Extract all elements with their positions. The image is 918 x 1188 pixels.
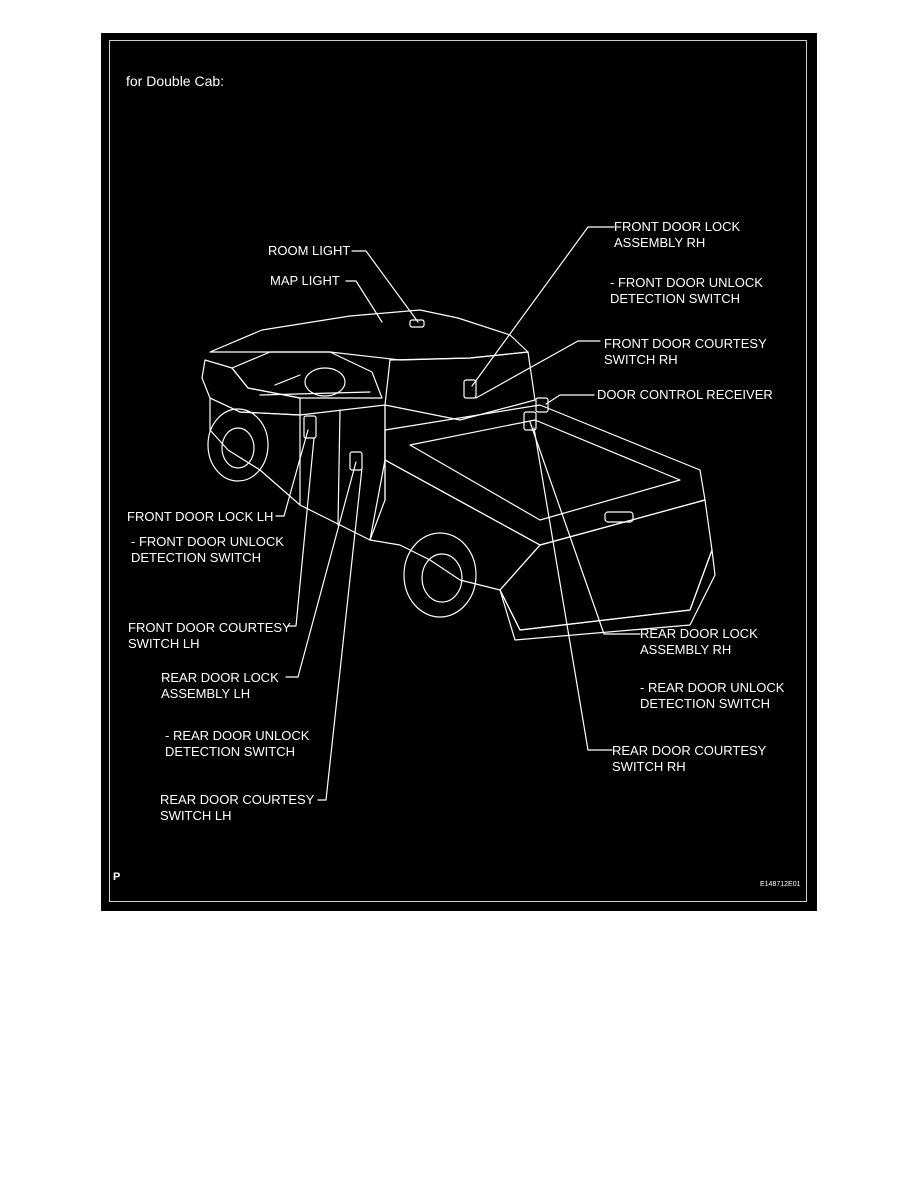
door-seams <box>299 404 386 526</box>
label-rear-courtesy-lh-2: SWITCH LH <box>160 808 232 823</box>
diagram-title: for Double Cab: <box>126 73 225 89</box>
rear-wheel-hub <box>421 553 463 603</box>
leader-rear-door-lock-lh <box>285 461 357 678</box>
label-front-unlock-rh-2: DETECTION SWITCH <box>610 291 740 306</box>
label-rear-courtesy-rh-2: SWITCH RH <box>612 759 686 774</box>
cab-rear <box>384 351 536 421</box>
leader-rear-door-lock-rh <box>529 421 641 635</box>
leader-rear-courtesy-lh <box>317 467 363 801</box>
label-rear-courtesy-lh-1: REAR DOOR COURTESY <box>160 792 315 807</box>
front-door-lock-rh-marker <box>463 379 477 399</box>
front-door-lock-lh-marker <box>303 415 317 439</box>
label-rear-unlock-lh-2: DETECTION SWITCH <box>165 744 295 759</box>
front-wheel-hub <box>221 427 255 469</box>
label-door-control-receiver: DOOR CONTROL RECEIVER <box>597 387 773 402</box>
label-rear-door-lock-rh-2: ASSEMBLY RH <box>640 642 732 657</box>
label-front-unlock-lh-2: DETECTION SWITCH <box>131 550 261 565</box>
label-rear-unlock-rh-2: DETECTION SWITCH <box>640 696 770 711</box>
leader-front-courtesy-lh <box>287 437 315 627</box>
cab-roof <box>209 309 529 361</box>
leader-map-light <box>345 280 383 323</box>
label-front-courtesy-rh-2: SWITCH RH <box>604 352 678 367</box>
label-map-light: MAP LIGHT <box>270 273 340 288</box>
label-front-door-lock-rh-2: ASSEMBLY RH <box>614 235 706 250</box>
leader-front-door-lock-lh <box>275 429 309 517</box>
bed-floor <box>409 419 681 521</box>
page-mark: P <box>113 871 121 883</box>
bed-side <box>369 459 541 591</box>
label-room-light: ROOM LIGHT <box>268 243 351 258</box>
diagram-frame <box>109 40 807 902</box>
label-front-door-lock-lh: FRONT DOOR LOCK LH <box>127 509 274 524</box>
label-rear-door-lock-lh-1: REAR DOOR LOCK <box>161 670 279 685</box>
leader-front-courtesy-rh <box>475 340 601 399</box>
leader-rear-courtesy-rh <box>533 427 613 751</box>
dash <box>259 374 371 396</box>
rear-wheel <box>403 532 477 618</box>
label-front-unlock-rh-1: - FRONT DOOR UNLOCK <box>610 275 763 290</box>
truck-bed <box>384 404 706 546</box>
tailgate-handle <box>604 511 634 523</box>
label-front-courtesy-lh-1: FRONT DOOR COURTESY <box>128 620 291 635</box>
diagram-panel <box>101 33 817 911</box>
bumper <box>499 549 716 641</box>
label-rear-courtesy-rh-1: REAR DOOR COURTESY <box>612 743 767 758</box>
cab-body <box>209 397 386 541</box>
tailgate <box>499 499 713 631</box>
label-front-door-lock-rh-1: FRONT DOOR LOCK <box>614 219 741 234</box>
leader-room-light <box>351 250 419 323</box>
door-control-receiver-marker <box>535 397 549 413</box>
figure-code: E148712E01 <box>760 881 801 888</box>
front-wheel <box>207 408 269 482</box>
label-front-unlock-lh-1: - FRONT DOOR UNLOCK <box>131 534 284 549</box>
label-front-courtesy-lh-2: SWITCH LH <box>128 636 200 651</box>
label-rear-door-lock-lh-2: ASSEMBLY LH <box>161 686 251 701</box>
label-rear-door-lock-rh-1: REAR DOOR LOCK <box>640 626 758 641</box>
hood <box>201 359 301 416</box>
leader-door-control-receiver <box>545 394 595 405</box>
rear-door-lock-rh-marker <box>523 411 537 431</box>
label-front-courtesy-rh-1: FRONT DOOR COURTESY <box>604 336 767 351</box>
steering-wheel <box>304 367 346 397</box>
label-rear-unlock-rh-1: - REAR DOOR UNLOCK <box>640 680 785 695</box>
leader-front-door-lock-rh <box>471 226 615 387</box>
label-rear-unlock-lh-1: - REAR DOOR UNLOCK <box>165 728 310 743</box>
rear-door-lock-lh-marker <box>349 451 363 471</box>
